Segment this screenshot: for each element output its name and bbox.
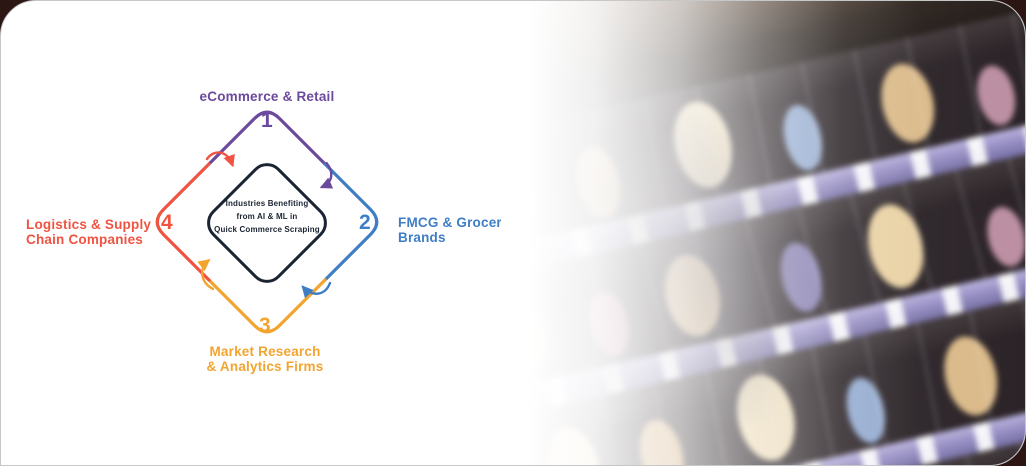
label-market-research-analytics: Market Research & Analytics Firms [206, 344, 324, 374]
diamond-graphic [155, 110, 379, 334]
diamond-segment-top [207, 110, 327, 166]
step-number-4: 4 [161, 211, 173, 234]
shelf-photo [501, 1, 1025, 465]
step-number-1: 1 [261, 109, 273, 132]
label-fmcg-grocery-brands: FMCG & Grocery Brands [398, 215, 510, 245]
center-diamond [207, 163, 327, 283]
diamond-segment-right [323, 162, 379, 282]
step-number-2: 2 [359, 211, 371, 234]
label-ecommerce-retail: eCommerce & Retail [199, 89, 335, 104]
industries-diagram: 1 2 3 4 eCommerce & Retail FMCG & Grocer… [1, 1, 531, 465]
arrow-top-right-icon [319, 161, 334, 189]
diamond-segment-left [155, 162, 211, 282]
label-logistics-supply-chain: Logistics & Supply Chain Companies [26, 217, 152, 247]
arrow-bottom-left-icon [197, 259, 215, 291]
diamond-segment-bottom [207, 278, 327, 334]
white-fade-overlay [501, 1, 1025, 465]
diagram-center-title: Industries Benefiting from AI & ML in Qu… [214, 199, 320, 234]
arrow-bottom-right-icon [301, 281, 332, 299]
step-number-3: 3 [259, 314, 271, 337]
arrow-top-left-icon [205, 151, 235, 168]
